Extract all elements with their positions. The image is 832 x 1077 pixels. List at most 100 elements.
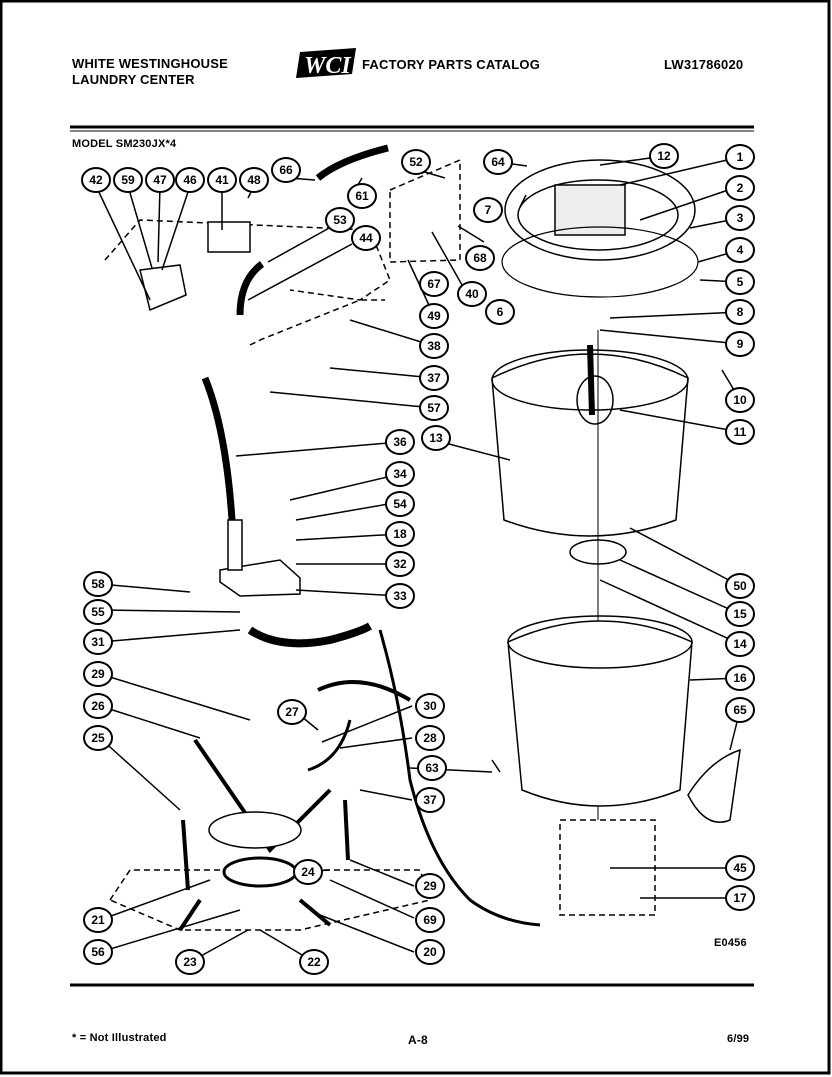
- callout-number: 9: [737, 337, 744, 351]
- callout-65: 65: [725, 697, 755, 723]
- callout-number: 41: [215, 173, 229, 187]
- callout-bubble: [419, 333, 449, 359]
- callout-bubble: [385, 521, 415, 547]
- callout-number: 36: [393, 435, 407, 449]
- callout-number: 29: [91, 667, 105, 681]
- callout-42: 42: [81, 167, 111, 193]
- callout-bubble: [725, 601, 755, 627]
- callout-bubble: [465, 245, 495, 271]
- callout-number: 56: [91, 945, 105, 959]
- callout-14: 14: [725, 631, 755, 657]
- callout-bubble: [725, 855, 755, 881]
- callout-number: 46: [183, 173, 197, 187]
- callout-number: 66: [279, 163, 293, 177]
- callout-57: 57: [419, 395, 449, 421]
- callout-bubble: [421, 425, 451, 451]
- callout-40: 40: [457, 281, 487, 307]
- callout-bubble: [239, 167, 269, 193]
- callout-bubble: [725, 573, 755, 599]
- callout-bubble: [417, 755, 447, 781]
- callout-number: 5: [737, 275, 744, 289]
- callout-44: 44: [351, 225, 381, 251]
- callout-bubble: [725, 419, 755, 445]
- callout-bubble: [725, 205, 755, 231]
- callout-number: 67: [427, 277, 441, 291]
- callout-number: 4: [737, 243, 744, 257]
- callout-bubble: [419, 395, 449, 421]
- callout-bubble: [175, 167, 205, 193]
- callout-bubble: [415, 939, 445, 965]
- callout-68: 68: [465, 245, 495, 271]
- callout-26: 26: [83, 693, 113, 719]
- callout-bubble: [485, 299, 515, 325]
- callout-15: 15: [725, 601, 755, 627]
- catalog-title: FACTORY PARTS CATALOG: [362, 57, 541, 72]
- callout-number: 54: [393, 497, 407, 511]
- callout-27: 27: [277, 699, 307, 725]
- callout-number: 16: [733, 671, 747, 685]
- callout-55: 55: [83, 599, 113, 625]
- callout-bubble: [83, 629, 113, 655]
- callout-bubble: [113, 167, 143, 193]
- callout-11: 11: [725, 419, 755, 445]
- callout-8: 8: [725, 299, 755, 325]
- callout-number: 28: [423, 731, 437, 745]
- callout-number: 68: [473, 251, 487, 265]
- callout-bubble: [175, 949, 205, 975]
- callout-number: 30: [423, 699, 437, 713]
- callout-bubble: [385, 583, 415, 609]
- callout-number: 20: [423, 945, 437, 959]
- callout-52: 52: [401, 149, 431, 175]
- callout-number: 64: [491, 155, 505, 169]
- callout-number: 55: [91, 605, 105, 619]
- callout-bubble: [419, 271, 449, 297]
- callout-bubble: [83, 571, 113, 597]
- callout-50: 50: [725, 573, 755, 599]
- callout-7: 7: [473, 197, 503, 223]
- callout-number: 15: [733, 607, 747, 621]
- document-number: LW31786020: [664, 57, 744, 72]
- callout-6: 6: [485, 299, 515, 325]
- callout-number: 22: [307, 955, 321, 969]
- callout-56: 56: [83, 939, 113, 965]
- callout-number: 7: [485, 203, 492, 217]
- callout-64: 64: [483, 149, 513, 175]
- callout-number: 63: [425, 761, 439, 775]
- callout-bubble: [207, 167, 237, 193]
- callout-bubble: [145, 167, 175, 193]
- callout-number: 27: [285, 705, 299, 719]
- callout-bubble: [725, 387, 755, 413]
- callout-bubble: [299, 949, 329, 975]
- callout-bubble: [385, 491, 415, 517]
- callout-bubble: [83, 725, 113, 751]
- callout-bubble: [83, 907, 113, 933]
- callout-number: 49: [427, 309, 441, 323]
- callout-number: 21: [91, 913, 105, 927]
- callout-number: 29: [423, 879, 437, 893]
- callout-number: 6: [497, 305, 504, 319]
- callout-58: 58: [83, 571, 113, 597]
- callout-bubble: [83, 599, 113, 625]
- callout-number: 40: [465, 287, 479, 301]
- callout-12: 12: [649, 143, 679, 169]
- callout-number: 13: [429, 431, 443, 445]
- callout-59: 59: [113, 167, 143, 193]
- callout-36: 36: [385, 429, 415, 455]
- callout-bubble: [419, 303, 449, 329]
- callout-number: 33: [393, 589, 407, 603]
- callout-66: 66: [271, 157, 301, 183]
- callout-bubble: [415, 873, 445, 899]
- callout-bubble: [725, 631, 755, 657]
- callout-bubble: [415, 725, 445, 751]
- callout-number: 24: [301, 865, 315, 879]
- callout-number: 38: [427, 339, 441, 353]
- callout-number: 37: [423, 793, 437, 807]
- brand-line-2: LAUNDRY CENTER: [72, 72, 195, 87]
- callout-32: 32: [385, 551, 415, 577]
- callout-16: 16: [725, 665, 755, 691]
- callout-bubble: [415, 787, 445, 813]
- callout-number: 69: [423, 913, 437, 927]
